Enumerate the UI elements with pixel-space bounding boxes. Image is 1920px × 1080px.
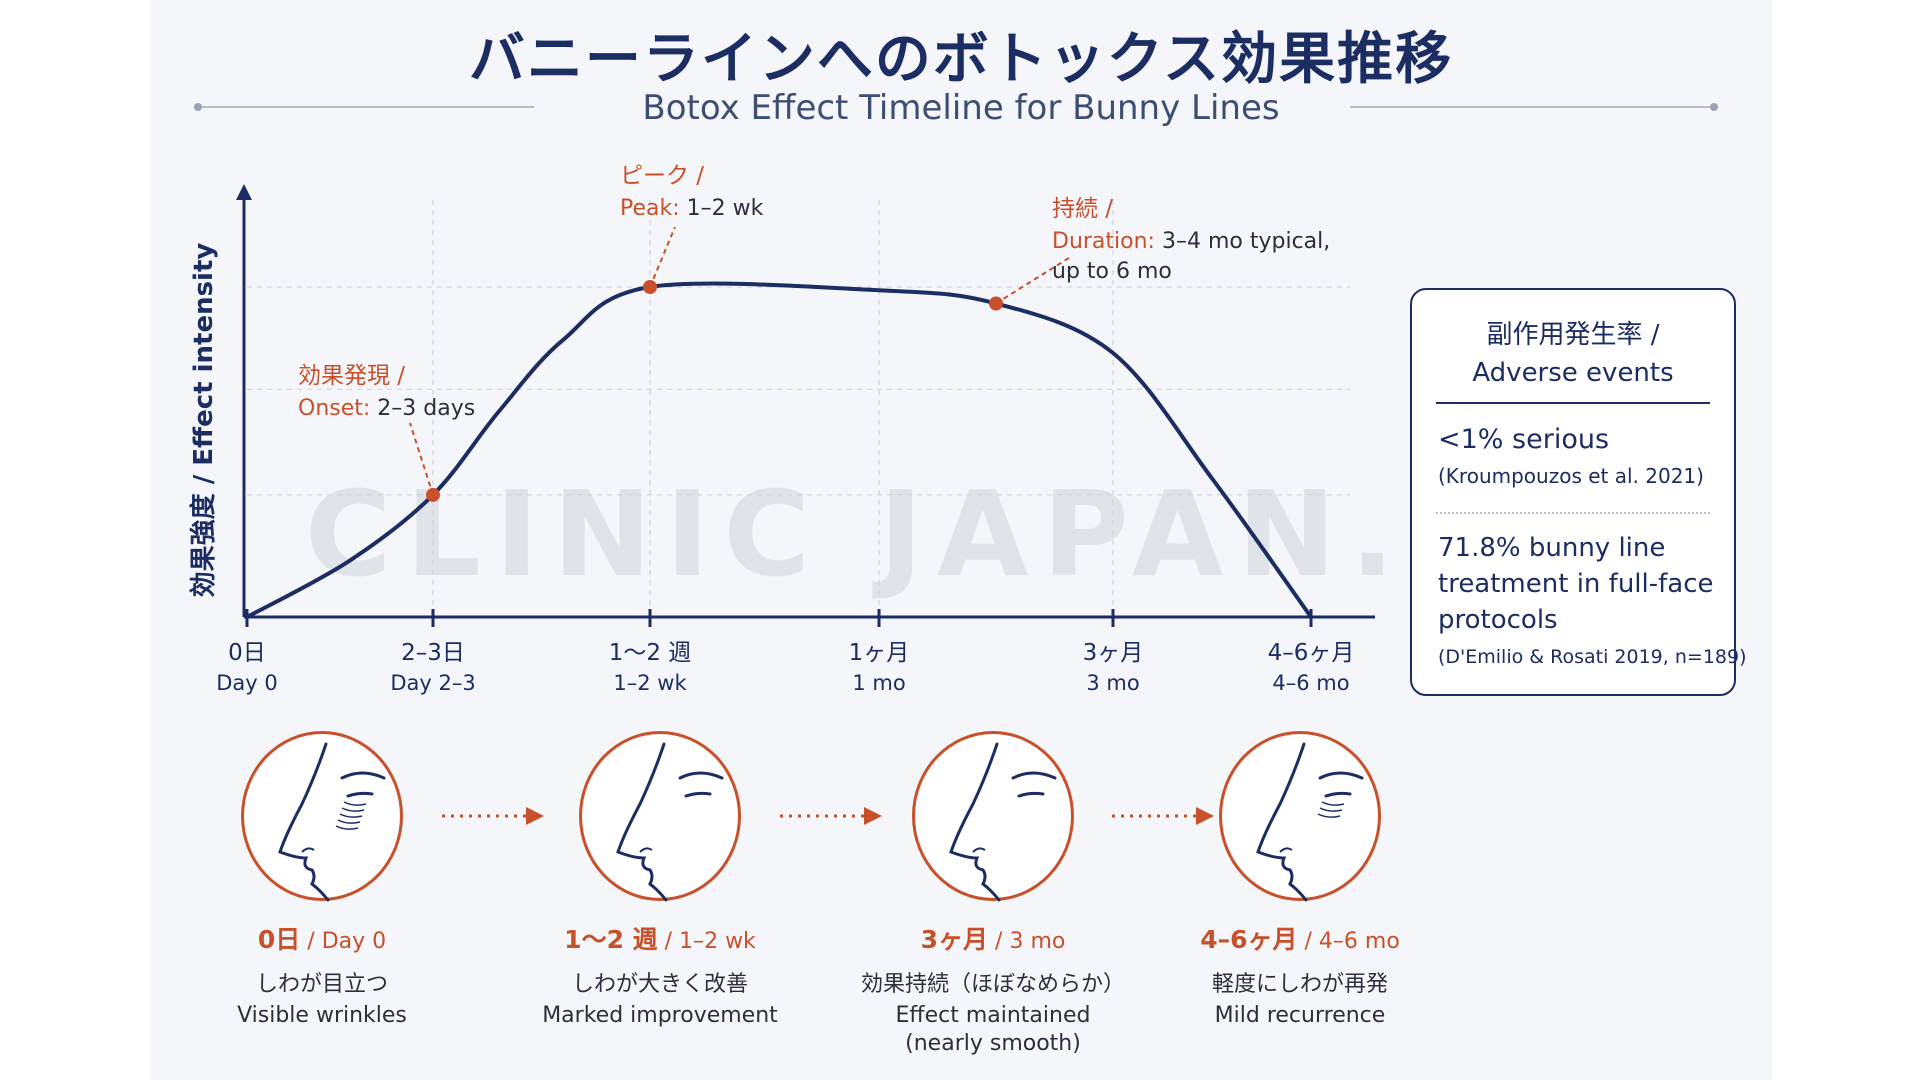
stage-label: 4–6ヶ月 / 4–6 mo 軽度にしわが再発 Mild recurrence	[1150, 920, 1450, 1030]
stage-description-en: Visible wrinkles	[237, 1003, 407, 1028]
x-tick-label-jp: 0日	[228, 640, 266, 666]
x-tick-label-en: 1–2 wk	[613, 671, 687, 695]
full-face-protocol-source: (D'Emilio & Rosati 2019, n=189)	[1438, 646, 1747, 668]
annotation-label-en: Peak: 1–2 wk	[620, 196, 764, 221]
annotation-value-cont: up to 6 mo	[1052, 259, 1172, 284]
stage-description-en: Mild recurrence	[1214, 1003, 1386, 1028]
title-rule-left	[194, 103, 534, 111]
dotted-arrow-icon	[1110, 805, 1216, 831]
x-tick-label-en: 1 mo	[852, 671, 905, 695]
title-rule-right	[1350, 103, 1718, 111]
stage-time-en: 3 mo	[1009, 929, 1066, 954]
annotation-label-en: Onset: 2–3 days	[298, 396, 475, 421]
stage-description-jp: しわが大きく改善	[571, 972, 748, 997]
adverse-events-box: 副作用発生率 / Adverse events <1% serious (Kro…	[1410, 288, 1747, 696]
stage-time: 4–6ヶ月 / 4–6 mo	[1150, 920, 1450, 956]
stage-description-jp: 効果持続（ほぼなめらか）	[860, 972, 1125, 997]
x-tick-label-en: 4–6 mo	[1272, 671, 1349, 695]
x-tick-label-jp: 1〜2 週	[609, 640, 692, 666]
annotation-key: Peak:	[620, 196, 687, 221]
stage-description-en: Marked improvement	[542, 1003, 778, 1028]
stage-face-illustration	[912, 731, 1074, 902]
stage-time-en: 4–6 mo	[1318, 929, 1400, 954]
stage-time: 3ヶ月 / 3 mo	[843, 920, 1143, 956]
adverse-events-title-jp: 副作用発生率 /	[1486, 320, 1660, 350]
stage-label: 1〜2 週 / 1–2 wk しわが大きく改善 Marked improvement	[510, 920, 810, 1030]
annotation-marker	[426, 487, 440, 502]
stage-time-jp: 0日	[257, 925, 301, 954]
stage-time-separator: /	[300, 929, 322, 954]
x-tick-label-jp: 1ヶ月	[849, 640, 910, 666]
annotation-value: 2–3 days	[377, 396, 475, 421]
title-english: Botox Effect Timeline for Bunny Lines	[642, 88, 1280, 128]
adverse-events-title-en: Adverse events	[1472, 358, 1674, 388]
stage-label: 0日 / Day 0 しわが目立つ Visible wrinkles	[172, 920, 472, 1030]
stage-time-en: 1–2 wk	[679, 929, 756, 954]
stage-time-separator: /	[988, 929, 1010, 954]
x-tick-label-en: Day 0	[216, 671, 278, 695]
stage-label: 3ヶ月 / 3 mo 効果持続（ほぼなめらか） Effect maintained(…	[843, 920, 1143, 1058]
stage-time-en: Day 0	[321, 929, 387, 954]
serious-rate-stat: <1% serious	[1438, 424, 1610, 455]
stage-description-jp: しわが目立つ	[255, 972, 388, 997]
stage-face-illustration	[1219, 731, 1381, 902]
annotation-key: Onset:	[298, 396, 377, 421]
stage-description-jp: 軽度にしわが再発	[1211, 972, 1388, 997]
x-tick-label-jp: 2–3日	[401, 640, 465, 666]
serious-rate-source: (Kroumpouzos et al. 2021)	[1438, 464, 1704, 488]
dotted-arrow-icon	[440, 805, 546, 831]
annotation-label-jp: 持続 /	[1052, 196, 1113, 222]
annotation-marker	[989, 296, 1003, 311]
effect-curve	[245, 281, 1313, 619]
x-tick-label-jp: 3ヶ月	[1083, 640, 1144, 666]
x-tick-label-en: 3 mo	[1086, 671, 1139, 695]
annotation-leader	[649, 226, 676, 288]
stage-face-illustration	[579, 731, 741, 902]
dotted-arrow-icon	[778, 805, 884, 831]
annotation-label-en: Duration: 3–4 mo typical,	[1052, 229, 1330, 254]
stage-description-en: Effect maintained(nearly smooth)	[895, 1003, 1091, 1056]
annotation-label-jp: 効果発現 /	[298, 363, 405, 389]
stage-time: 0日 / Day 0	[172, 920, 472, 956]
stage-time-jp: 3ヶ月	[920, 925, 989, 954]
stage-time-jp: 4–6ヶ月	[1200, 925, 1298, 954]
annotation-value: 3–4 mo typical,	[1162, 229, 1330, 254]
stage-description-en-cont: (nearly smooth)	[905, 1031, 1081, 1056]
stage-time-separator: /	[1297, 929, 1319, 954]
adverse-events-divider	[1436, 402, 1710, 404]
y-axis-label: 効果強度 / Effect intensity	[188, 243, 219, 598]
stage-time-separator: /	[657, 929, 680, 954]
adverse-events-title: 副作用発生率 / Adverse events	[1412, 316, 1734, 392]
x-tick-label-jp: 4–6ヶ月	[1268, 640, 1355, 666]
stage-time: 1〜2 週 / 1–2 wk	[510, 920, 810, 956]
annotation-leader	[995, 255, 1073, 305]
y-axis-arrowhead	[236, 184, 252, 200]
full-face-protocol-stat: 71.8% bunny line treatment in full-face …	[1438, 533, 1714, 635]
annotation-key: Duration:	[1052, 229, 1162, 254]
stage-face-illustration	[241, 731, 403, 902]
annotation-value: 1–2 wk	[687, 196, 764, 221]
annotation-marker	[643, 280, 657, 294]
annotation-leader	[409, 422, 434, 496]
title-japanese: バニーラインへのボトックス効果推移	[468, 27, 1454, 92]
annotation-label-jp: ピーク /	[620, 163, 704, 189]
x-tick-label-en: Day 2–3	[390, 671, 475, 695]
stage-time-jp: 1〜2 週	[564, 925, 658, 954]
stat-separator	[1436, 512, 1710, 514]
